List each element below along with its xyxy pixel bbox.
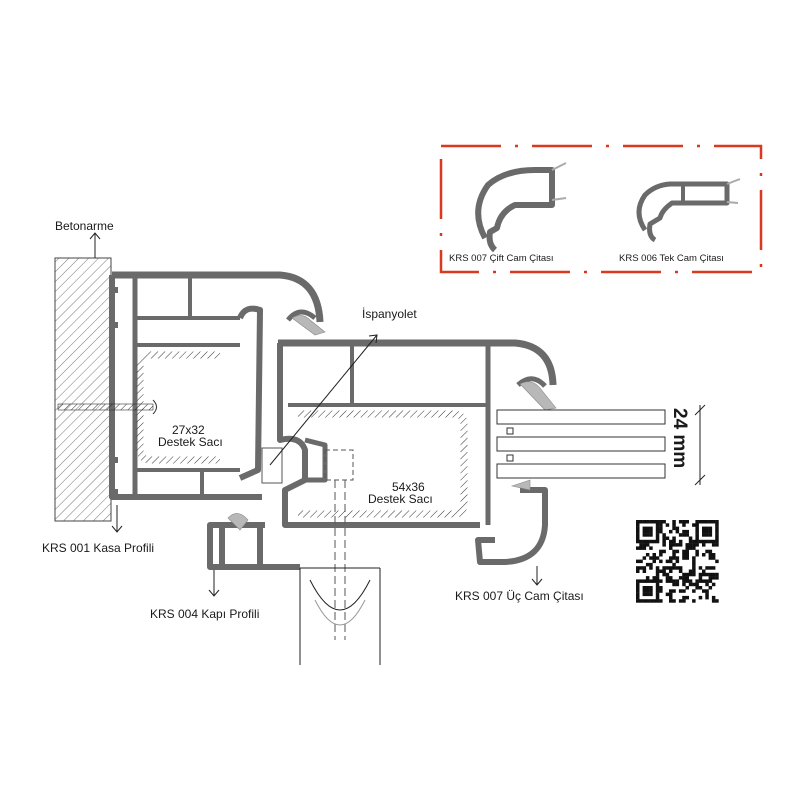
qr-code [636, 520, 719, 603]
door-handle [299, 567, 381, 665]
wall-label: Betonarme [55, 219, 114, 233]
frame-profile-label: KRS 001 Kasa Profili [42, 541, 154, 555]
sash-profile-label: KRS 004 Kapı Profili [150, 607, 259, 621]
sash-profile [207, 339, 557, 570]
krs-006-single-bead-shape [636, 178, 741, 243]
krs-006-single-bead-label: KRS 006 Tek Cam Çitası [619, 253, 724, 264]
glass-thickness-label: 24 mm [669, 408, 690, 468]
espagnolette-label: İspanyolet [362, 307, 417, 321]
bead-triple-label: KRS 007 Üç Cam Çitası [455, 589, 584, 603]
support-large-name: Destek Sacı [368, 492, 433, 506]
sash-profile-pointer: KRS 004 Kapı Profili [150, 570, 259, 621]
anchor-screw [57, 399, 157, 415]
glass-thickness-dimension: 24 mm [669, 404, 706, 486]
espagnolette-hardware: İspanyolet [261, 307, 417, 640]
support-steel-54x36: 54x36 Destek Sacı [298, 410, 468, 518]
support-small-name: Destek Sacı [158, 435, 223, 449]
frame-profile [109, 271, 326, 500]
triple-glazing-unit [496, 409, 666, 479]
support-large-size: 54x36 [392, 480, 425, 494]
glazing-bead-detail-box: KRS 007 Çift Cam Çitası KRS 006 Tek Cam … [439, 144, 763, 274]
concrete-wall: Betonarme [54, 219, 114, 522]
krs-007-double-bead-shape [475, 162, 567, 253]
glazing-bead-triple: KRS 007 Üç Cam Çitası [455, 479, 584, 603]
krs-007-double-bead-label: KRS 007 Çift Cam Çitası [449, 253, 554, 264]
support-small-size: 27x32 [172, 423, 205, 437]
frame-profile-pointer: KRS 001 Kasa Profili [42, 505, 154, 555]
